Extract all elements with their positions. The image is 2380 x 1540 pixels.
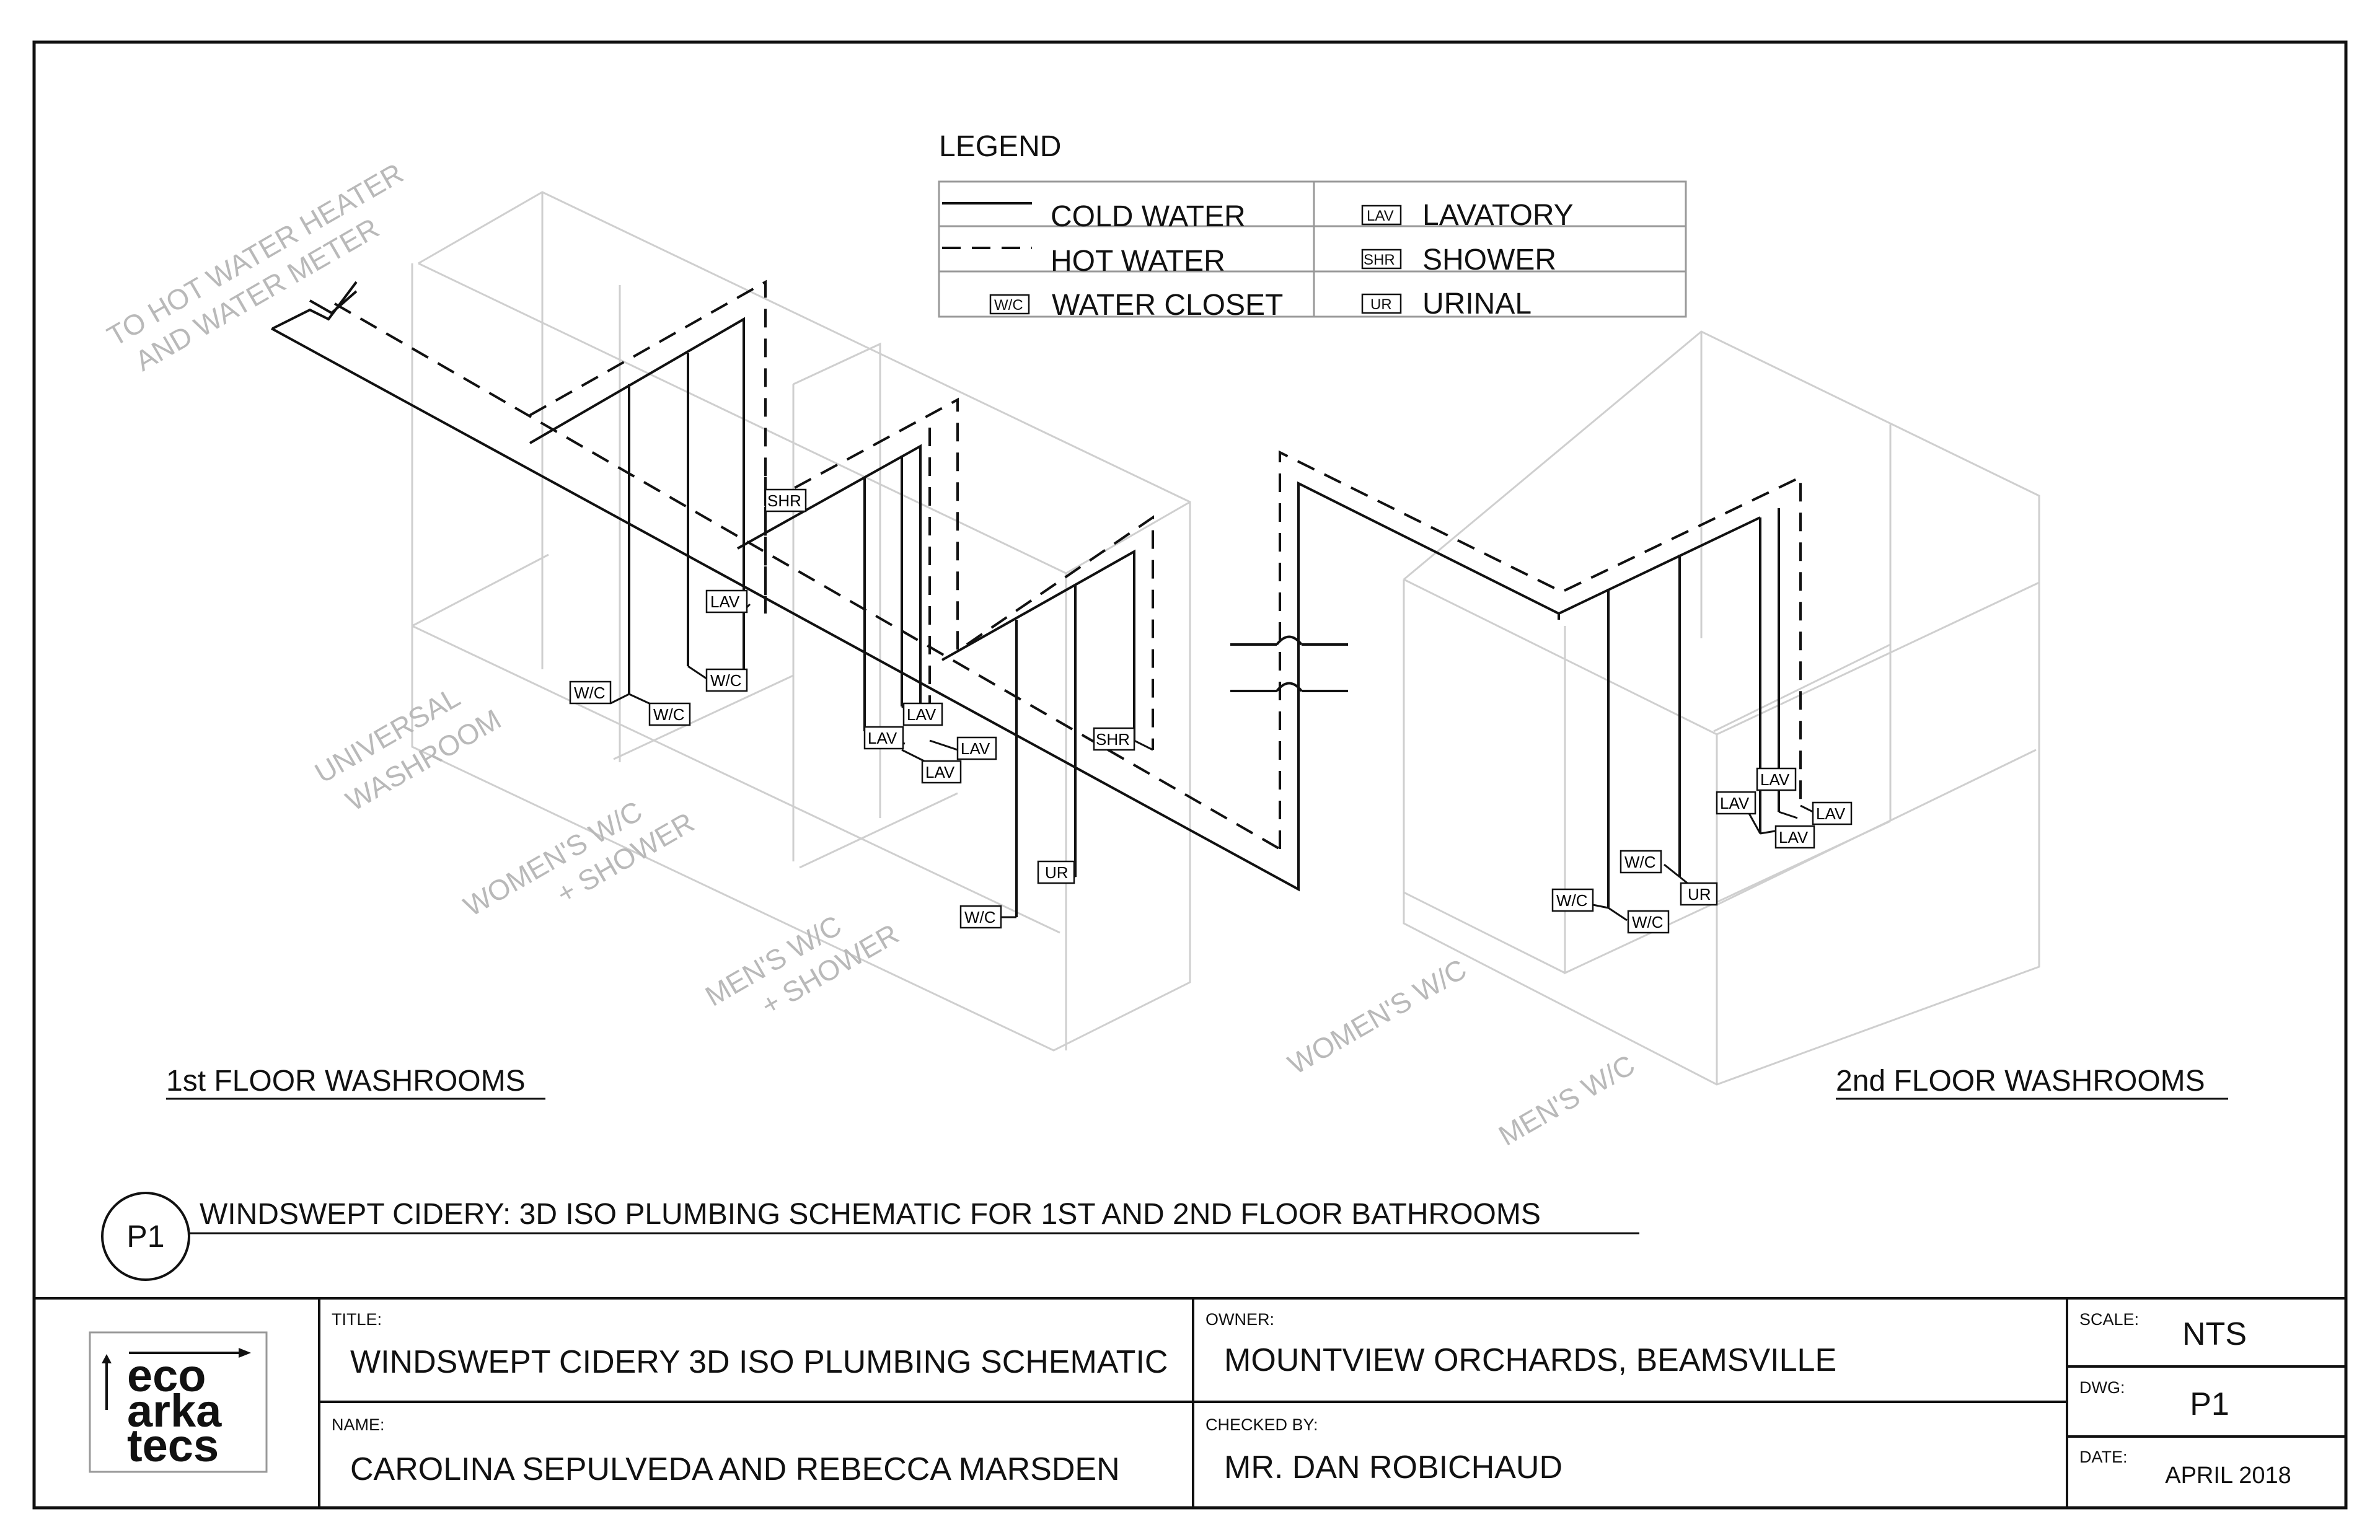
tag-lav-2f-2: LAV bbox=[1720, 794, 1750, 812]
tag-wc-universal-2: W/C bbox=[653, 705, 685, 724]
supply-note: TO HOT WATER HEATER AND WATER METER bbox=[102, 157, 408, 377]
title-value: WINDSWEPT CIDERY 3D ISO PLUMBING SCHEMAT… bbox=[350, 1344, 1168, 1380]
tag-wc-2f-mens-2: W/C bbox=[1624, 853, 1656, 871]
tag-shr-mens: SHR bbox=[1096, 730, 1130, 749]
legend-water-closet: WATER CLOSET bbox=[1052, 289, 1283, 322]
logo-line-3: tecs bbox=[127, 1420, 219, 1471]
dwg-label: DWG: bbox=[2079, 1378, 2125, 1397]
legend-wc-tag: W/C bbox=[994, 297, 1023, 314]
title-block bbox=[34, 1297, 2346, 1508]
legend-hot-water: HOT WATER bbox=[1051, 245, 1225, 278]
tag-lav-universal: LAV bbox=[710, 592, 740, 611]
legend: LEGEND COLD WATER HOT WATER W/C WATER CL… bbox=[938, 130, 1687, 322]
tag-wc-universal-1: W/C bbox=[574, 684, 606, 702]
supply-break-mark bbox=[272, 281, 358, 330]
cold-water-piping bbox=[271, 317, 1780, 917]
drawing-number-bubble bbox=[101, 1192, 190, 1281]
first-floor-title: 1st FLOOR WASHROOMS bbox=[166, 1065, 526, 1098]
tag-wc-mens: W/C bbox=[964, 908, 996, 926]
name-value: CAROLINA SEPULVEDA AND REBECCA MARSDEN bbox=[350, 1451, 1120, 1487]
tag-lav-2f-4: LAV bbox=[1779, 828, 1809, 847]
legend-ur-tag: UR bbox=[1370, 296, 1392, 313]
tag-ur-mens: UR bbox=[1045, 863, 1069, 882]
second-floor-title: 2nd FLOOR WASHROOMS bbox=[1836, 1065, 2205, 1098]
supply-note-line-1: TO HOT WATER HEATER bbox=[102, 157, 408, 353]
dwg-value: P1 bbox=[2190, 1386, 2229, 1422]
tag-lav-2f-1: LAV bbox=[1760, 770, 1790, 789]
room-label-2f-womens: WOMEN'S W/C bbox=[1282, 953, 1472, 1081]
drawing-caption: WINDSWEPT CIDERY: 3D ISO PLUMBING SCHEMA… bbox=[200, 1198, 1541, 1231]
company-logo: eco arka tecs bbox=[89, 1331, 268, 1473]
date-value: APRIL 2018 bbox=[2165, 1463, 2291, 1489]
logo-line-1: eco bbox=[127, 1350, 206, 1401]
drawing-number: P1 bbox=[126, 1219, 164, 1254]
legend-title: LEGEND bbox=[939, 130, 1061, 163]
logo-line-2: arka bbox=[127, 1385, 222, 1437]
legend-lav-tag: LAV bbox=[1367, 208, 1394, 224]
scale-value: NTS bbox=[2182, 1316, 2247, 1352]
legend-cold-water: COLD WATER bbox=[1051, 200, 1246, 233]
tag-wc-2f-womens: W/C bbox=[1556, 891, 1588, 910]
tag-wc-universal-3: W/C bbox=[710, 671, 742, 690]
room-outlines bbox=[411, 191, 2040, 1086]
legend-lavatory: LAVATORY bbox=[1422, 199, 1574, 232]
legend-shower: SHOWER bbox=[1422, 244, 1556, 276]
room-label-2f-mens: MEN'S W/C bbox=[1493, 1049, 1640, 1152]
title-label: TITLE: bbox=[332, 1310, 382, 1329]
tag-lav-2f-3: LAV bbox=[1816, 804, 1846, 823]
legend-shr-tag: SHR bbox=[1364, 252, 1395, 268]
name-label: NAME: bbox=[332, 1415, 385, 1434]
owner-value: MOUNTVIEW ORCHARDS, BEAMSVILLE bbox=[1224, 1342, 1836, 1378]
tag-ur-2f: UR bbox=[1688, 885, 1711, 904]
floor-break-symbol bbox=[1230, 635, 1348, 692]
tag-lav-womens-2: LAV bbox=[868, 729, 897, 747]
second-floor-room-labels: WOMEN'S W/C MEN'S W/C bbox=[1282, 953, 1640, 1152]
scale-label: SCALE: bbox=[2079, 1310, 2139, 1329]
checked-by-label: CHECKED BY: bbox=[1205, 1415, 1318, 1434]
tag-lav-womens-1: LAV bbox=[907, 705, 937, 724]
checked-by-value: MR. DAN ROBICHAUD bbox=[1224, 1450, 1562, 1485]
fixture-tags: W/C W/C W/C LAV SHR LAV LAV LAV LAV SHR … bbox=[569, 488, 1853, 934]
owner-label: OWNER: bbox=[1205, 1310, 1274, 1329]
tag-shr-womens: SHR bbox=[767, 491, 801, 510]
date-label: DATE: bbox=[2079, 1448, 2128, 1466]
tag-wc-2f-mens-1: W/C bbox=[1632, 913, 1664, 931]
sheet-border bbox=[32, 40, 2348, 1510]
tag-lav-mens-1: LAV bbox=[961, 739, 990, 758]
first-floor-room-labels: UNIVERSAL WASHROOM WOMEN'S W/C + SHOWER … bbox=[309, 680, 904, 1021]
tag-lav-mens-2: LAV bbox=[925, 763, 955, 781]
legend-urinal: URINAL bbox=[1422, 288, 1532, 320]
